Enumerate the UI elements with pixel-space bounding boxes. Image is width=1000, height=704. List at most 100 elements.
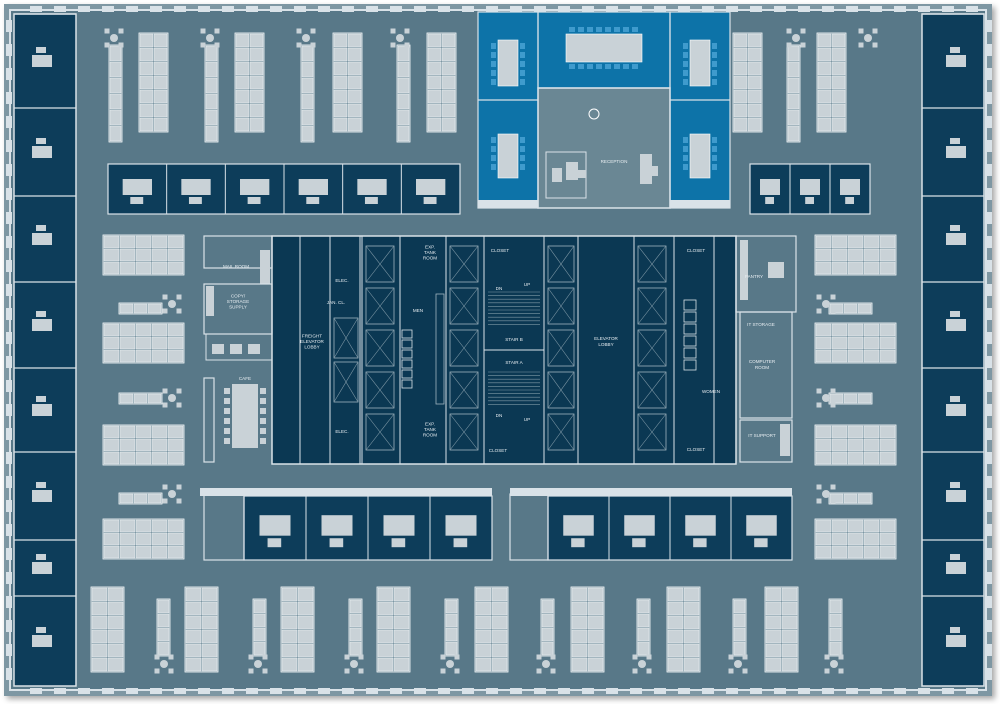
cluster-outline bbox=[814, 322, 897, 364]
chair bbox=[816, 388, 822, 394]
chair bbox=[632, 668, 638, 674]
workstation-desk bbox=[347, 47, 362, 62]
workstation-desk bbox=[491, 601, 508, 616]
chair-group bbox=[200, 28, 220, 48]
workstation-desk bbox=[301, 109, 314, 126]
workstation-desk bbox=[103, 323, 120, 337]
mullion bbox=[606, 6, 618, 12]
workstation-desk bbox=[205, 45, 218, 62]
workstation-desk bbox=[441, 89, 456, 104]
workstation-desk bbox=[829, 641, 842, 656]
workstation-desk bbox=[103, 349, 120, 363]
conference-chair bbox=[520, 43, 525, 49]
workstation-desk bbox=[683, 601, 700, 616]
workstation-desk bbox=[235, 75, 250, 90]
workstation-desk bbox=[879, 336, 896, 350]
workstation-desk bbox=[135, 261, 152, 275]
chair bbox=[550, 668, 556, 674]
workstation-desk bbox=[151, 235, 168, 249]
conference-chair bbox=[712, 164, 717, 170]
workstation-cluster bbox=[816, 32, 847, 133]
cluster-outline bbox=[332, 32, 363, 133]
conference-chair bbox=[520, 146, 525, 152]
mullion bbox=[342, 6, 354, 12]
office-desk bbox=[321, 515, 353, 536]
conference-chair bbox=[712, 146, 717, 152]
round-table bbox=[830, 660, 838, 668]
workstation-desk bbox=[185, 601, 202, 616]
elevator-shaft bbox=[547, 287, 575, 325]
workstation-desk bbox=[847, 545, 864, 559]
office-desk bbox=[946, 55, 966, 67]
workstation-desk bbox=[91, 657, 108, 672]
mullion bbox=[606, 688, 618, 694]
cafe-chair bbox=[260, 418, 266, 424]
workstation-desk bbox=[637, 613, 650, 628]
workstation-cluster bbox=[828, 392, 873, 405]
mullion bbox=[986, 572, 992, 584]
conference-chair bbox=[683, 79, 688, 85]
workstation-cluster bbox=[732, 598, 747, 657]
workstation-cluster bbox=[332, 32, 363, 133]
chair bbox=[248, 668, 254, 674]
workstation-desk bbox=[151, 336, 168, 350]
workstation-desk bbox=[831, 451, 848, 465]
chair bbox=[358, 654, 364, 660]
workstation-desk bbox=[147, 493, 162, 504]
office-desk bbox=[240, 179, 270, 195]
mullion bbox=[582, 6, 594, 12]
office-chair bbox=[845, 197, 854, 204]
workstation-desk bbox=[297, 657, 314, 672]
office-chair bbox=[36, 47, 46, 53]
workstation-desk bbox=[377, 587, 394, 602]
workstation-desk bbox=[879, 261, 896, 275]
mullion bbox=[750, 6, 762, 12]
workstation-desk bbox=[107, 587, 124, 602]
workstation-desk bbox=[817, 103, 832, 118]
chair bbox=[404, 28, 410, 34]
workstation-cluster bbox=[376, 586, 411, 673]
workstation-desk bbox=[147, 303, 162, 314]
workstation-desk bbox=[863, 336, 880, 350]
workstation-desk bbox=[863, 425, 880, 439]
round-table bbox=[350, 660, 358, 668]
mullion bbox=[390, 688, 402, 694]
workstation-desk bbox=[205, 61, 218, 78]
workstation-desk bbox=[817, 75, 832, 90]
workstation-desk bbox=[397, 125, 410, 142]
workstation-desk bbox=[249, 61, 264, 76]
workstation-desk bbox=[333, 75, 348, 90]
office-chair bbox=[805, 197, 814, 204]
cafe-chair bbox=[260, 408, 266, 414]
workstation-desk bbox=[847, 438, 864, 452]
workstation-desk bbox=[747, 75, 762, 90]
mullion bbox=[654, 6, 666, 12]
workstation-desk bbox=[571, 629, 588, 644]
elevator-shaft bbox=[365, 245, 395, 283]
shaft-cross bbox=[333, 317, 359, 359]
cluster-outline bbox=[786, 44, 801, 143]
workstation-desk bbox=[167, 235, 184, 249]
workstation-desk bbox=[441, 103, 456, 118]
chair bbox=[262, 654, 268, 660]
workstation-desk bbox=[879, 519, 896, 533]
workstation-desk bbox=[119, 235, 136, 249]
workstation-cluster bbox=[786, 44, 801, 143]
cluster-outline bbox=[814, 518, 897, 560]
office-desk bbox=[32, 562, 52, 574]
workstation-desk bbox=[441, 61, 456, 76]
workstation-desk bbox=[139, 75, 154, 90]
workstation-desk bbox=[249, 89, 264, 104]
workstation-cluster bbox=[156, 598, 171, 657]
chair bbox=[830, 308, 836, 314]
chair bbox=[440, 654, 446, 660]
workstation-desk bbox=[103, 532, 120, 546]
workstation-desk bbox=[333, 47, 348, 62]
cluster-outline bbox=[300, 44, 315, 143]
workstation-desk bbox=[103, 336, 120, 350]
mullion bbox=[986, 116, 992, 128]
south-office-rows bbox=[200, 488, 793, 561]
office-desk bbox=[416, 179, 446, 195]
